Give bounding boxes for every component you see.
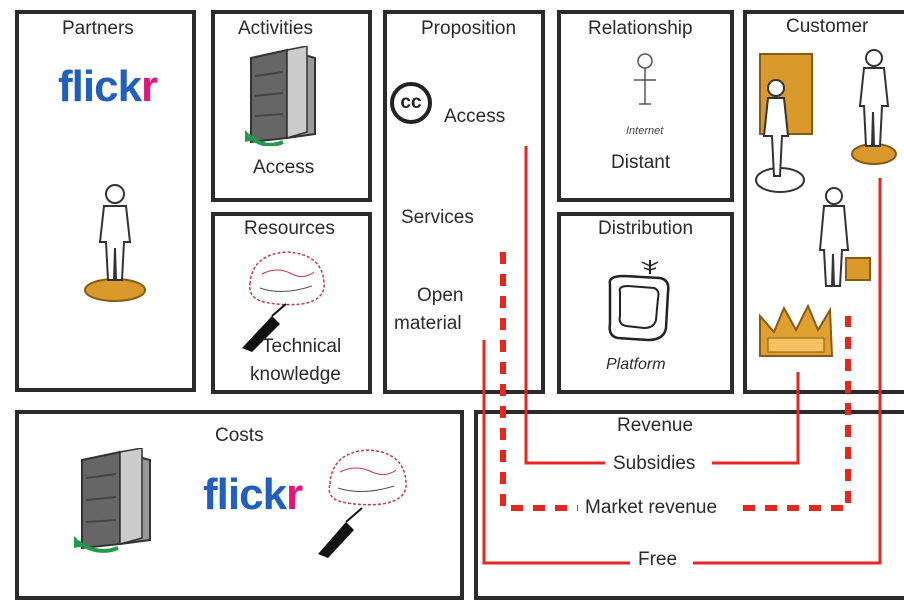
relationship-title: Relationship: [588, 18, 693, 39]
cost-brain-sketch-icon: [318, 449, 407, 558]
proposition-title: Proposition: [421, 18, 517, 39]
revenue-stream-market: Market revenue: [585, 497, 718, 518]
relationship-item: Distant: [611, 152, 671, 173]
cc-badge-text: cc: [400, 92, 422, 113]
proposition-box: [383, 10, 545, 394]
revenue-stream-subsidies: Subsidies: [613, 453, 696, 474]
proposition-item-open: Open: [417, 285, 464, 306]
server-cabinet-icon: [245, 46, 316, 146]
resources-title: Resources: [244, 218, 335, 239]
activities-title: Activities: [238, 18, 313, 39]
distribution-title: Distribution: [598, 218, 694, 239]
costs-flickr-logo: flickr: [203, 470, 303, 520]
proposition-item-access: Access: [444, 106, 506, 127]
relationship-internet-caption: Internet: [626, 125, 664, 137]
customer-illustrations: [755, 49, 897, 357]
activities-item: Access: [253, 157, 315, 178]
revenue-stream-free: Free: [638, 549, 678, 570]
resources-item-line1: Technical: [262, 336, 342, 357]
brain-sketch-icon: [242, 251, 325, 352]
creative-commons-icon: cc: [390, 82, 432, 124]
person-on-coin-icon: [84, 184, 146, 302]
proposition-item-services: Services: [401, 207, 474, 228]
internet-person-icon: [634, 53, 656, 105]
platform-icon: [608, 260, 670, 342]
revenue-title: Revenue: [617, 415, 694, 436]
proposition-item-material: material: [394, 313, 462, 334]
resources-box: [211, 212, 372, 394]
cost-server-cabinet-icon: [74, 448, 151, 553]
partners-flickr-logo: flickr: [58, 62, 158, 112]
costs-title: Costs: [215, 425, 264, 446]
partners-logo-pink: r: [141, 62, 158, 111]
partners-title: Partners: [62, 18, 134, 39]
costs-logo-blue: flick: [203, 470, 287, 519]
costs-logo-pink: r: [286, 470, 303, 519]
resources-item-line2: knowledge: [250, 364, 341, 385]
distribution-item: Platform: [606, 356, 666, 373]
partners-logo-blue: flick: [58, 62, 142, 111]
partners-box: [15, 10, 196, 392]
customer-title: Customer: [786, 16, 869, 37]
